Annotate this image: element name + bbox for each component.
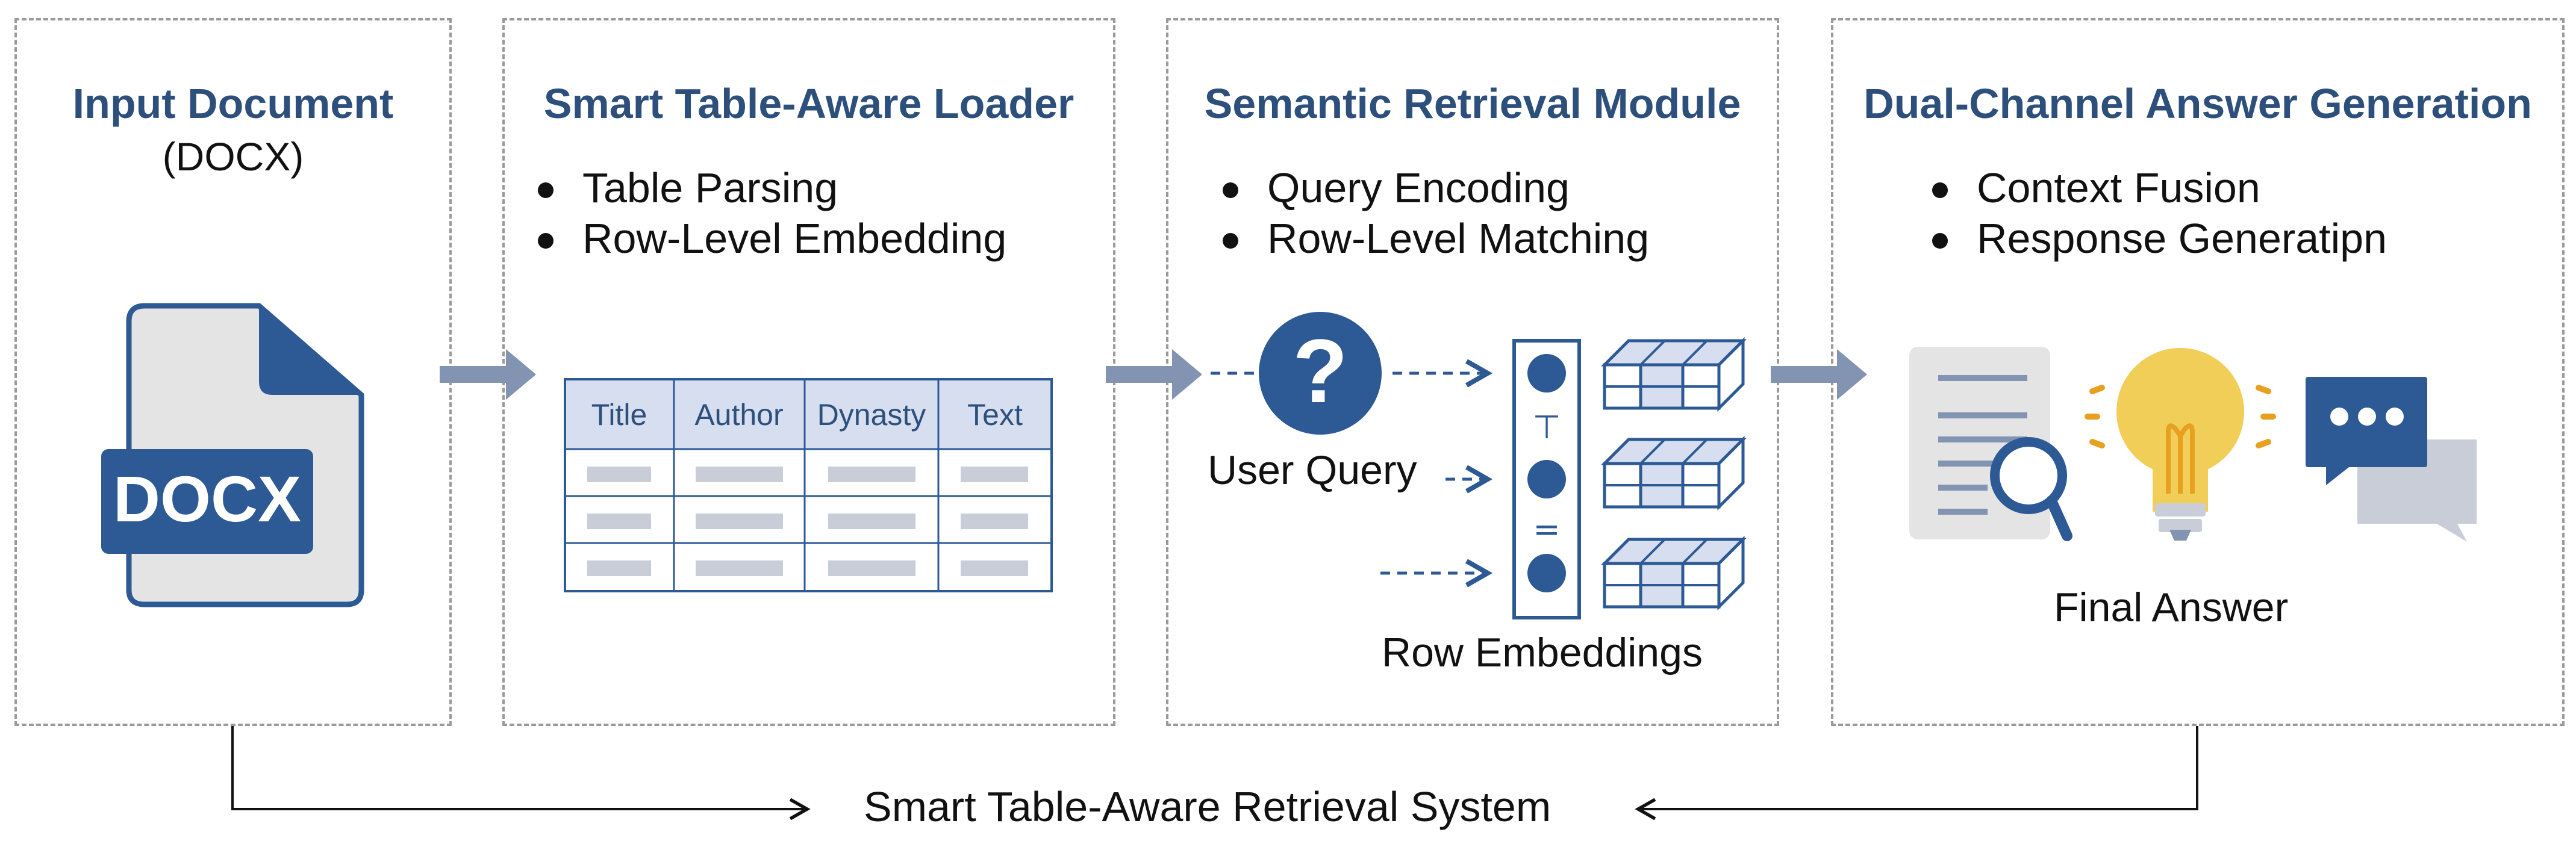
bullet-item: Row-Level Matching (1218, 213, 1649, 264)
user-query-label: User Query (1208, 447, 1417, 493)
bullet-item: Query Encoding (1218, 163, 1649, 213)
table-header-text: Text (967, 398, 1023, 432)
row-embedding-block (1600, 535, 1747, 611)
lightbulb-icon (2085, 348, 2276, 541)
semantic-retrieval-title: Semantic Retrieval Module (1204, 80, 1741, 127)
input-document-subtitle: (DOCX) (162, 134, 304, 179)
bullet-item: Table Parsing (533, 163, 1006, 213)
table-loader-title: Smart Table-Aware Loader (543, 80, 1074, 127)
vector-symbol-equals: = (1533, 510, 1560, 548)
system-connector-left (231, 726, 811, 821)
chat-bubbles-icon (2306, 377, 2477, 542)
row-embedding-block (1600, 435, 1747, 511)
svg-text:?: ? (1293, 320, 1348, 421)
table-placeholder-cells (587, 467, 1028, 576)
system-label: Smart Table-Aware Retrieval System (864, 783, 1552, 830)
docx-file-icon: DOCX (101, 303, 364, 607)
final-answer-label: Final Answer (2054, 585, 2289, 630)
input-document-title: Input Document (72, 80, 394, 127)
bullet-item: Response Generatipn (1927, 213, 2387, 264)
row-embeddings-label: Row Embeddings (1382, 630, 1703, 675)
table-header-author: Author (694, 398, 783, 432)
table-illustration: Title Author Dynasty Text (564, 378, 1053, 592)
flow-arrow-3 (1771, 349, 1867, 400)
docx-icon-label: DOCX (113, 462, 301, 535)
system-connector-right (1635, 726, 2198, 821)
row-embedding-block (1600, 337, 1747, 412)
flow-arrow-1 (440, 349, 536, 400)
table-loader-bullets: Table Parsing Row-Level Embedding (533, 163, 1006, 264)
answer-generation-bullets: Context Fusion Response Generatipn (1927, 163, 2387, 264)
vector-symbol-top: ⊤ (1532, 408, 1561, 446)
semantic-retrieval-bullets: Query Encoding Row-Level Matching (1218, 163, 1649, 264)
table-header-dynasty: Dynasty (817, 398, 926, 432)
bullet-item: Row-Level Embedding (533, 213, 1006, 264)
table-header-title: Title (591, 398, 647, 432)
question-icon: ? (1211, 312, 1382, 435)
flow-arrow-2 (1106, 349, 1202, 400)
document-search-icon (1909, 347, 2072, 541)
query-vector: ⊤ = (1512, 339, 1581, 619)
bullet-item: Context Fusion (1927, 163, 2387, 213)
answer-generation-title: Dual-Channel Answer Generation (1863, 80, 2532, 127)
